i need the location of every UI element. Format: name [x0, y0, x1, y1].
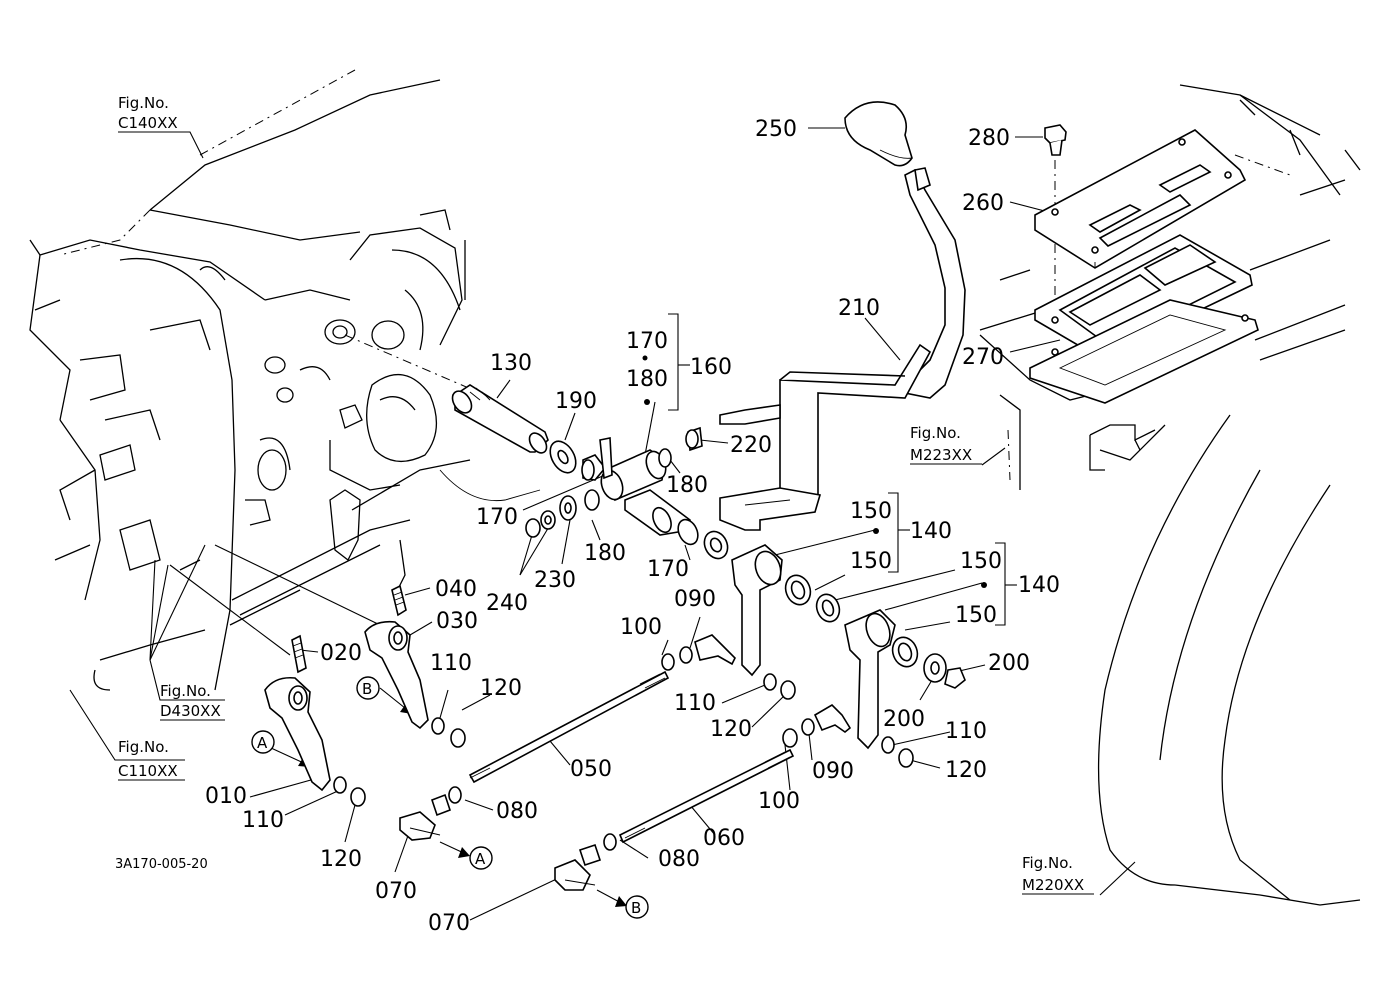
label-060: 060 — [703, 826, 745, 851]
label-110-left: 110 — [242, 808, 284, 833]
part-250-shift-knob — [844, 101, 913, 167]
group-dots — [642, 355, 987, 588]
part-030-arm-b — [364, 584, 429, 730]
label-180-top: 180 — [626, 367, 668, 392]
label-280: 280 — [968, 126, 1010, 151]
part-270-gasket — [1029, 234, 1259, 404]
label-220: 220 — [730, 433, 772, 458]
label-120-far: 120 — [945, 758, 987, 783]
label-080-b: 080 — [658, 847, 700, 872]
label-170-lower: 170 — [647, 557, 689, 582]
label-190: 190 — [555, 389, 597, 414]
callout-a: A — [251, 730, 275, 754]
label-200-b: 200 — [883, 707, 925, 732]
fig-code: M223XX — [910, 446, 972, 464]
fender-floor-outline — [979, 84, 1361, 906]
label-150-b: 150 — [850, 549, 892, 574]
label-090-lower: 090 — [812, 759, 854, 784]
label-170-top: 170 — [626, 329, 668, 354]
label-160: 160 — [690, 355, 732, 380]
label-200-a: 200 — [988, 651, 1030, 676]
label-120-right: 120 — [710, 717, 752, 742]
label-100-lower: 100 — [758, 789, 800, 814]
fig-label: Fig.No. — [910, 424, 961, 442]
label-230: 230 — [534, 568, 576, 593]
label-050: 050 — [570, 757, 612, 782]
part-260-guide-plate — [1034, 129, 1247, 269]
part-190-washer — [549, 440, 577, 474]
callout-letter: A — [475, 850, 486, 868]
label-270: 270 — [962, 345, 1004, 370]
part-110-120-nuts — [333, 673, 914, 807]
figure-ref-c110: Fig.No. C110XX — [118, 738, 178, 780]
figure-ref-m223: Fig.No. M223XX — [910, 424, 972, 464]
callout-b: B — [356, 676, 380, 700]
label-090: 090 — [674, 587, 716, 612]
figure-ref-m220: Fig.No. M220XX — [1022, 854, 1084, 894]
part-140-150-lever-lower — [844, 609, 966, 750]
part-050-rod — [399, 634, 736, 841]
part-140-150-lever-upper — [731, 544, 841, 677]
label-130: 130 — [490, 351, 532, 376]
fig-label: Fig.No. — [1022, 854, 1073, 872]
part-010-arm-a — [264, 634, 331, 792]
label-150-c: 150 — [960, 549, 1002, 574]
label-040: 040 — [435, 577, 477, 602]
label-260: 260 — [962, 191, 1004, 216]
label-080-a: 080 — [496, 799, 538, 824]
label-240: 240 — [486, 591, 528, 616]
part-060-rod — [554, 703, 852, 891]
label-170-left: 170 — [476, 505, 518, 530]
fig-code: C140XX — [118, 114, 178, 132]
callout-letter: B — [362, 680, 372, 698]
figure-ref-c140: Fig.No. C140XX — [118, 94, 178, 132]
label-180-right: 180 — [666, 473, 708, 498]
fig-code-underlines — [118, 131, 1094, 895]
label-110-mid: 110 — [430, 651, 472, 676]
fig-label: Fig.No. — [118, 94, 169, 112]
label-180-lower: 180 — [584, 541, 626, 566]
callout-letter: A — [257, 734, 268, 752]
label-030: 030 — [436, 609, 478, 634]
fig-code: M220XX — [1022, 876, 1084, 894]
fig-label: Fig.No. — [160, 682, 211, 700]
label-120-mid: 120 — [480, 676, 522, 701]
label-250: 250 — [755, 117, 797, 142]
label-140-a: 140 — [910, 519, 952, 544]
part-230-240-nuts — [525, 495, 577, 538]
label-070-a: 070 — [375, 879, 417, 904]
label-100: 100 — [620, 615, 662, 640]
label-140-b: 140 — [1018, 573, 1060, 598]
part-210-shift-lever — [719, 167, 966, 531]
label-150-a: 150 — [850, 499, 892, 524]
part-280-bolt — [1044, 124, 1067, 156]
fig-code: C110XX — [118, 762, 178, 780]
part-labels: 250 280 260 210 270 170 180 160 130 190 … — [205, 117, 1060, 936]
part-130-shaft — [451, 384, 549, 454]
callout-letter: B — [631, 899, 641, 917]
transmission-housing-outline — [29, 69, 541, 691]
label-010: 010 — [205, 784, 247, 809]
label-120-left: 120 — [320, 847, 362, 872]
callout-b-target: B — [625, 895, 649, 919]
label-150-d: 150 — [955, 603, 997, 628]
callout-a-target: A — [469, 846, 493, 870]
label-070-b: 070 — [428, 911, 470, 936]
fig-label: Fig.No. — [118, 738, 169, 756]
fig-code: D430XX — [160, 702, 221, 720]
figure-ref-d430: Fig.No. D430XX — [160, 682, 221, 720]
label-110-far: 110 — [945, 719, 987, 744]
label-210: 210 — [838, 296, 880, 321]
label-020: 020 — [320, 641, 362, 666]
part-170-180-bushings — [581, 426, 729, 560]
label-110-right: 110 — [674, 691, 716, 716]
drawing-code: 3A170-005-20 — [115, 857, 208, 872]
